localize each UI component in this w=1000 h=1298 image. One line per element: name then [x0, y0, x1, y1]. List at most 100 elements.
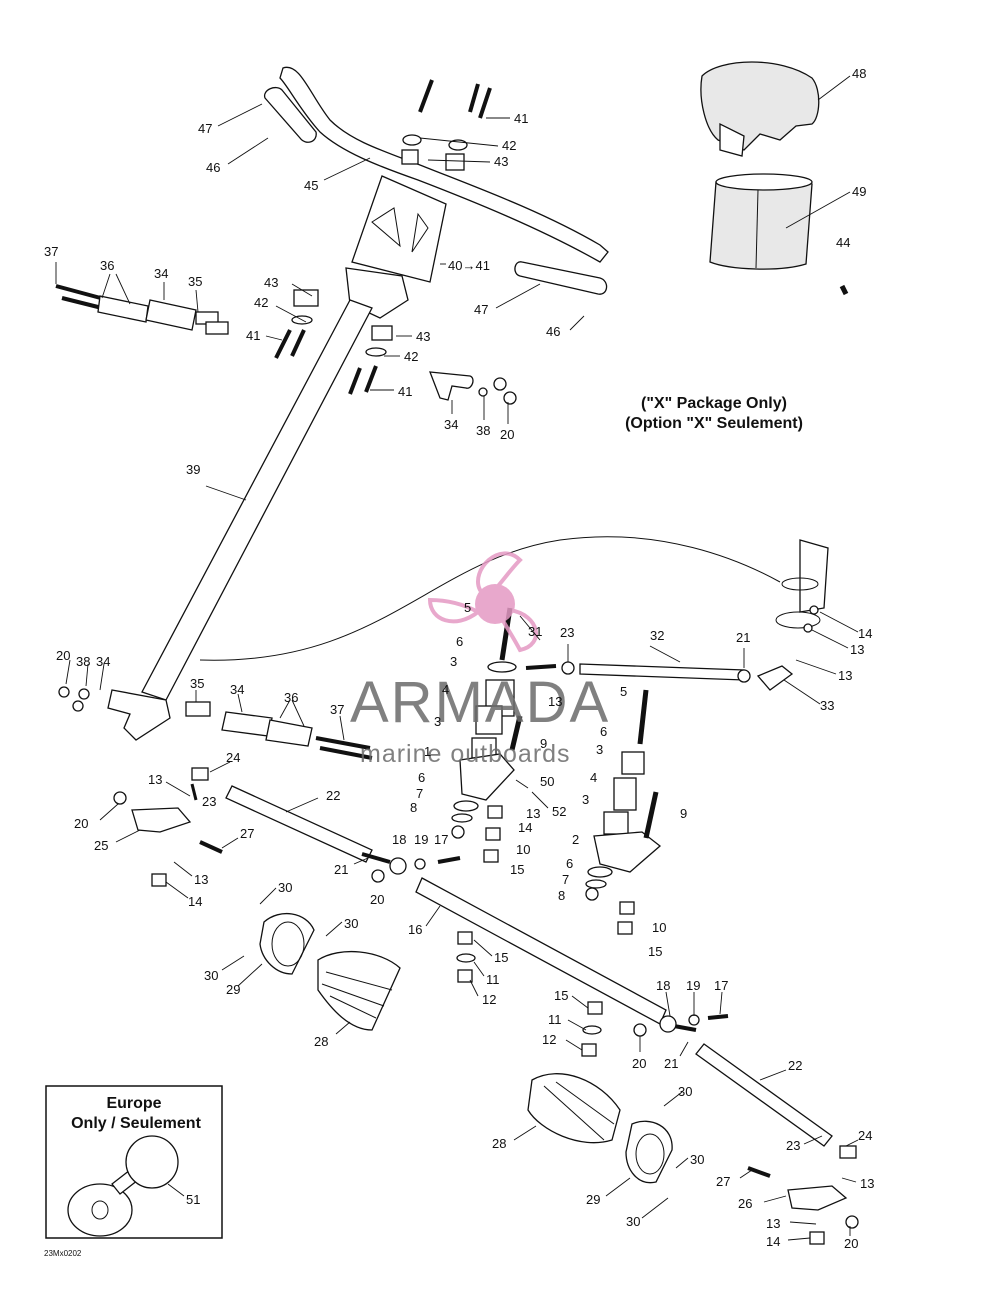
callout: 15	[554, 988, 568, 1003]
callout: 20	[844, 1236, 858, 1251]
ball-joint-left	[131, 807, 192, 833]
boot-flange-left	[259, 912, 315, 975]
callout: 13	[766, 1216, 780, 1231]
callout: 13	[548, 694, 562, 709]
callout: 23	[560, 625, 574, 640]
watermark-brand: ARMADA	[350, 670, 610, 735]
callout: 34	[96, 654, 110, 669]
callout: 5	[464, 600, 471, 615]
callout: 38	[76, 654, 90, 669]
callout: 26	[738, 1196, 752, 1211]
tie-rod-left	[225, 785, 373, 863]
x-package-pads	[700, 61, 849, 296]
callout: 38	[476, 423, 490, 438]
callout: 15	[494, 950, 508, 965]
callout: 41	[246, 328, 260, 343]
callout: 51	[186, 1192, 200, 1207]
callout: 50	[540, 774, 554, 789]
clamp-plate-cutout	[371, 207, 429, 253]
callout: 19	[414, 832, 428, 847]
callout: 36	[100, 258, 114, 273]
pad-mount	[719, 122, 745, 157]
reference-curve	[199, 536, 781, 661]
callout: 6	[566, 856, 573, 871]
callout: 8	[410, 800, 417, 815]
boot-left	[317, 950, 401, 1031]
callout: 30	[204, 968, 218, 983]
callout: 28	[314, 1034, 328, 1049]
callout: 42	[404, 349, 418, 364]
armada-watermark: ARMADA marine outboards	[350, 551, 610, 768]
callout: 27	[716, 1174, 730, 1189]
callout: 35	[190, 676, 204, 691]
callout: 44	[836, 235, 850, 250]
callout: 29	[586, 1192, 600, 1207]
boots	[259, 912, 673, 1184]
callout: 18	[656, 978, 670, 993]
boot-flange-right	[625, 1120, 673, 1184]
callout: 7	[562, 872, 569, 887]
callout: 30	[278, 880, 292, 895]
callout: 13	[860, 1176, 874, 1191]
callout: 28	[492, 1136, 506, 1151]
callout: 2	[572, 832, 579, 847]
callout: 33	[820, 698, 834, 713]
callout: 22	[788, 1058, 802, 1073]
callout: 37	[330, 702, 344, 717]
callout: 9	[540, 736, 547, 751]
callout: 3	[596, 742, 603, 757]
column-base-arm	[107, 689, 171, 741]
horn-base	[67, 1183, 133, 1237]
callout: 34	[444, 417, 458, 432]
handlebar-grip-left	[263, 86, 317, 143]
callout: 13	[838, 668, 852, 683]
callout: 20	[500, 427, 514, 442]
callout: 40→41	[448, 258, 490, 273]
left-clamp	[293, 289, 319, 307]
callout: 13	[526, 806, 540, 821]
callout: 48	[852, 66, 866, 81]
callout: 37	[44, 244, 58, 259]
package-note-line2: (Option "X" Seulement)	[625, 415, 803, 432]
callout: 46	[206, 160, 220, 175]
handlebar-pad	[700, 61, 820, 151]
callout: 34	[154, 266, 168, 281]
callout: 4	[590, 770, 597, 785]
callout: 12	[482, 992, 496, 1007]
callout: 47	[474, 302, 488, 317]
ball-joint-right	[787, 1185, 848, 1211]
tie-rod-right	[695, 1043, 833, 1147]
tie-rod-assembly	[113, 536, 859, 1245]
callout: 19	[686, 978, 700, 993]
upper-bolts	[401, 79, 492, 171]
horn-bulb	[125, 1135, 179, 1189]
callout: 15	[510, 862, 524, 877]
callout: 20	[56, 648, 70, 663]
callout: 7	[416, 786, 423, 801]
callout: 14	[766, 1234, 780, 1249]
callout: 4	[442, 682, 449, 697]
callout: 11	[486, 972, 500, 987]
callout: 14	[858, 626, 872, 641]
upper-linkage-left	[55, 284, 229, 335]
callout: 22	[326, 788, 340, 803]
callout: 23	[786, 1138, 800, 1153]
callout: 30	[626, 1214, 640, 1229]
callout: 13	[194, 872, 208, 887]
callout: 12	[542, 1032, 556, 1047]
callout: 42	[254, 295, 268, 310]
callout: 17	[714, 978, 728, 993]
nozzle-shaft	[799, 539, 829, 613]
callout: 3	[582, 792, 589, 807]
steering-arm-upper	[429, 371, 474, 401]
callout: 14	[518, 820, 532, 835]
callout: 8	[558, 888, 565, 903]
callout: 21	[736, 630, 750, 645]
cross-bar	[415, 877, 667, 1025]
callout: 10	[652, 920, 666, 935]
leader-lines	[55, 75, 859, 1241]
callout: 3	[450, 654, 457, 669]
callout: 24	[858, 1128, 872, 1143]
callout: 36	[284, 690, 298, 705]
callout: 31	[528, 624, 542, 639]
